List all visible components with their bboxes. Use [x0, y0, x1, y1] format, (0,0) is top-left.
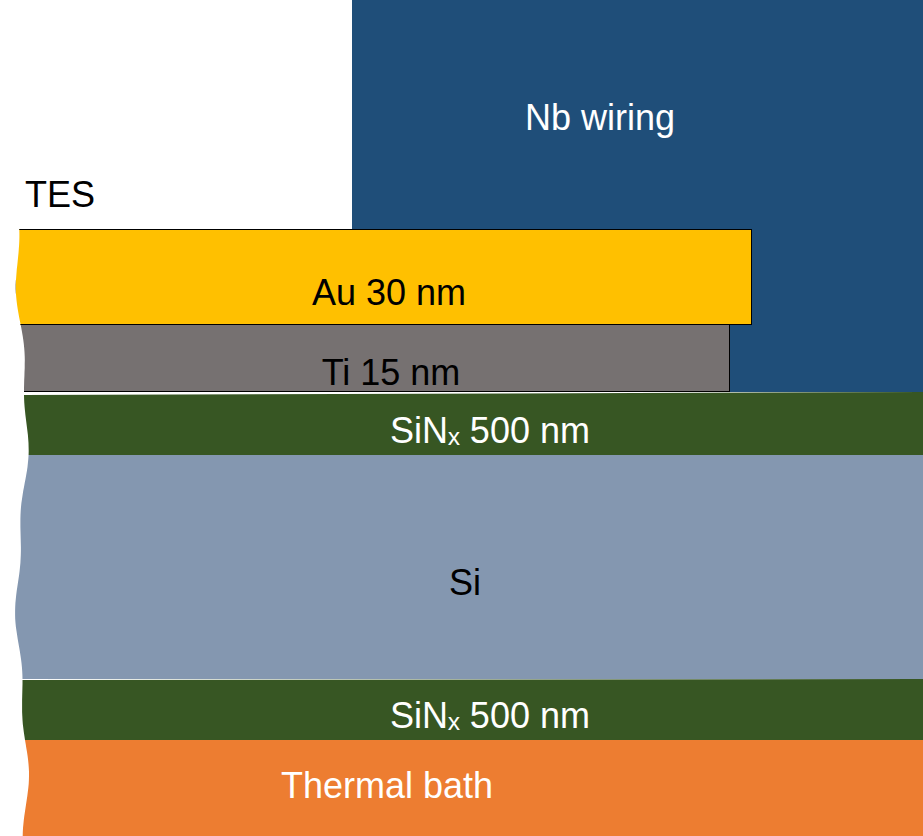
ti-layer: Ti 15 nm	[15, 324, 730, 392]
layer-label: Au 30 nm	[312, 273, 466, 313]
layer-label: SiNₓ 500 nm	[390, 696, 590, 736]
layer-label: Nb wiring	[510, 86, 690, 151]
sinx-top-layer: SiNₓ 500 nm	[15, 392, 923, 455]
layer-label: Thermal bath	[281, 766, 493, 806]
layer-label: Ti 15 nm	[322, 353, 461, 393]
si-substrate: Si	[15, 455, 923, 679]
sinx-bottom-layer: SiNₓ 500 nm	[15, 679, 923, 740]
device-label: TES	[25, 175, 95, 215]
au-layer: Au 30 nm	[15, 229, 752, 325]
thermal-bath: Thermal bath	[15, 740, 923, 836]
layer-label: SiNₓ 500 nm	[390, 411, 590, 451]
layer-label: Si	[449, 563, 481, 603]
